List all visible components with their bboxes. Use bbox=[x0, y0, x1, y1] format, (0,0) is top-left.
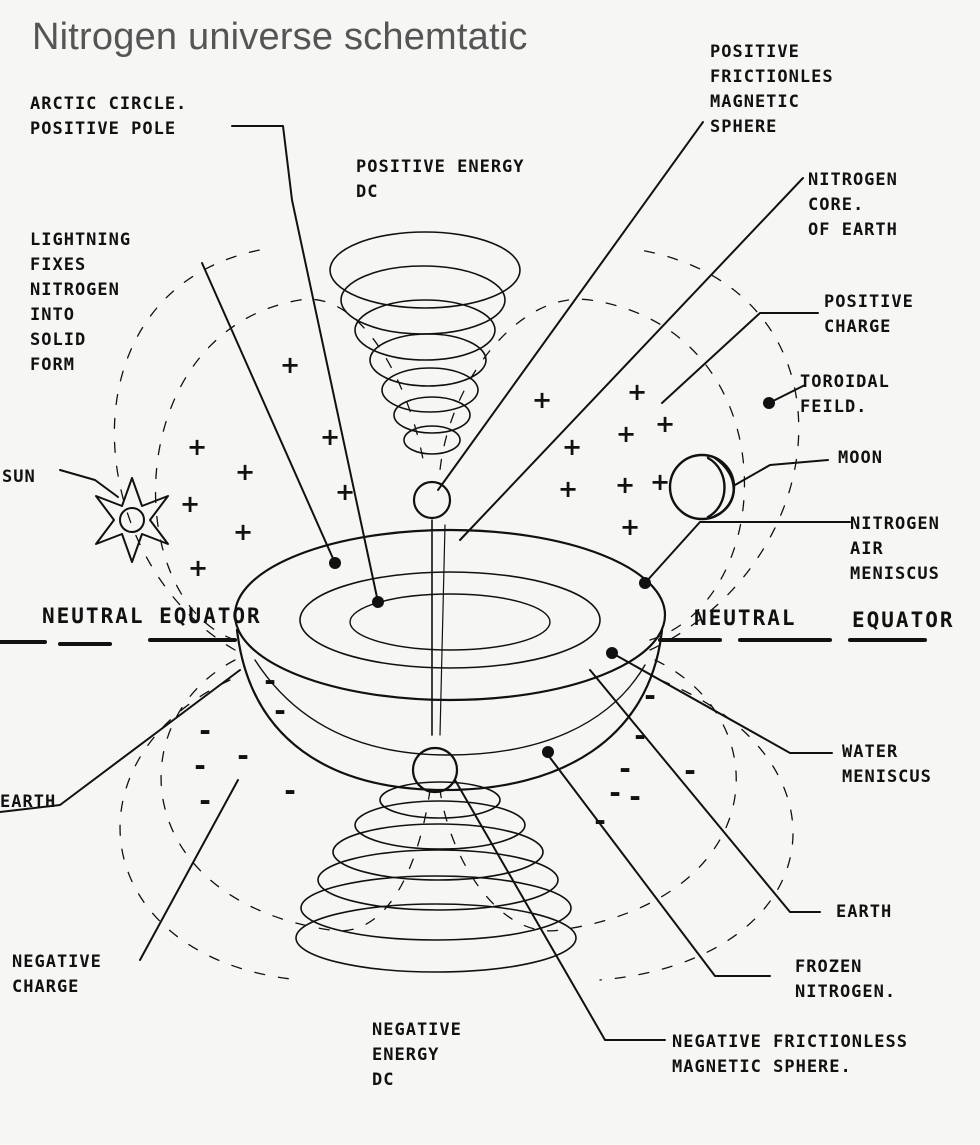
plus-charge-symbol: + bbox=[650, 468, 670, 496]
label-positive-sphere: POSITIVE FRICTIONLES MAGNETIC SPHERE bbox=[710, 42, 834, 137]
minus-charge-symbol: - bbox=[644, 679, 656, 712]
negative-energy-vortex bbox=[295, 781, 577, 973]
label-neutral-equator-right-a: NEUTRAL bbox=[694, 606, 797, 630]
label-sun: SUN bbox=[2, 467, 36, 487]
label-moon: MOON bbox=[838, 448, 883, 468]
plus-charge-symbol: + bbox=[188, 554, 208, 582]
plus-charge-symbol: + bbox=[616, 420, 636, 448]
page-title: Nitrogen universe schemtatic bbox=[32, 16, 528, 58]
label-nitrogen-air-meniscus: NITROGEN AIR MENISCUS bbox=[850, 514, 940, 584]
leader-lines bbox=[0, 121, 851, 1041]
earth-body bbox=[233, 519, 667, 792]
minus-charge-symbol: - bbox=[619, 752, 631, 785]
label-earth-left: EARTH bbox=[0, 792, 57, 812]
charge-symbols: +++++++++++++++++-------------- bbox=[180, 351, 696, 837]
minus-charge-symbol: - bbox=[199, 714, 211, 747]
minus-charge-symbol: - bbox=[284, 774, 296, 807]
minus-charge-symbol: - bbox=[199, 784, 211, 817]
label-neutral-equator-left: NEUTRAL EQUATOR bbox=[42, 604, 262, 628]
label-positive-energy: POSITIVE ENERGY DC bbox=[356, 157, 525, 202]
plus-charge-symbol: + bbox=[320, 423, 340, 451]
minus-charge-symbol: - bbox=[237, 739, 249, 772]
label-negative-sphere: NEGATIVE FRICTIONLESS MAGNETIC SPHERE. bbox=[672, 1032, 908, 1077]
minus-charge-symbol: - bbox=[274, 694, 286, 727]
label-lightning: LIGHTNING FIXES NITROGEN INTO SOLID FORM bbox=[30, 230, 132, 375]
label-negative-energy: NEGATIVE ENERGY DC bbox=[372, 1020, 462, 1090]
minus-charge-symbol: - bbox=[629, 780, 641, 813]
moon-shape bbox=[668, 453, 736, 521]
sun-shape bbox=[95, 477, 169, 563]
label-toroidal-field: TOROIDAL FEILD. bbox=[800, 372, 890, 417]
plus-charge-symbol: + bbox=[615, 471, 635, 499]
label-nitrogen-core: NITROGEN CORE. OF EARTH bbox=[808, 170, 898, 240]
neutral-equator-line bbox=[0, 638, 927, 646]
label-negative-charge: NEGATIVE CHARGE bbox=[12, 952, 102, 997]
minus-charge-symbol: - bbox=[634, 719, 646, 752]
plus-charge-symbol: + bbox=[627, 378, 647, 406]
minus-charge-symbol: - bbox=[684, 754, 696, 787]
positive-energy-vortex bbox=[329, 231, 521, 455]
label-arctic-circle: ARCTIC CIRCLE. POSITIVE POLE bbox=[30, 94, 188, 139]
plus-charge-symbol: + bbox=[558, 475, 578, 503]
plus-charge-symbol: + bbox=[233, 518, 253, 546]
plus-charge-symbol: + bbox=[187, 433, 207, 461]
minus-charge-symbol: - bbox=[594, 804, 606, 837]
plus-charge-symbol: + bbox=[655, 410, 675, 438]
plus-charge-symbol: + bbox=[280, 351, 300, 379]
label-neutral-equator-right-b: EQUATOR bbox=[852, 608, 955, 632]
plus-charge-symbol: + bbox=[562, 433, 582, 461]
label-water-meniscus: WATER MENISCUS bbox=[842, 742, 932, 787]
minus-charge-symbol: - bbox=[194, 749, 206, 782]
plus-charge-symbol: + bbox=[180, 490, 200, 518]
pole-spheres bbox=[411, 480, 459, 794]
label-earth-right: EARTH bbox=[836, 902, 893, 922]
leader-dots bbox=[329, 397, 775, 758]
plus-charge-symbol: + bbox=[532, 386, 552, 414]
plus-charge-symbol: + bbox=[235, 458, 255, 486]
label-positive-charge: POSITIVE CHARGE bbox=[824, 292, 914, 337]
plus-charge-symbol: + bbox=[620, 513, 640, 541]
plus-charge-symbol: + bbox=[335, 478, 355, 506]
minus-charge-symbol: - bbox=[264, 664, 276, 697]
minus-charge-symbol: - bbox=[609, 776, 621, 809]
label-frozen-nitrogen: FROZEN NITROGEN. bbox=[795, 957, 897, 1002]
